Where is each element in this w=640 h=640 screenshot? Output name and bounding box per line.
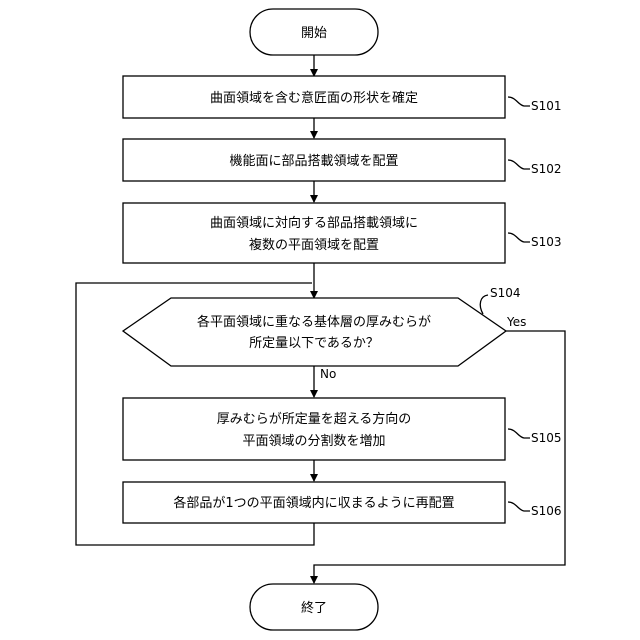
step-s103: 曲面領域に対向する部品搭載領域に 複数の平面領域を配置 (123, 203, 505, 263)
step-s101-text: 曲面領域を含む意匠面の形状を確定 (210, 90, 418, 106)
start-terminal: 開始 (250, 9, 378, 55)
step-s102-text: 機能面に部品搭載領域を配置 (229, 153, 398, 169)
step-id-s103: S103 (531, 235, 562, 249)
step-s106-text: 各部品が1つの平面領域内に収まるように再配置 (173, 495, 454, 511)
step-id-s105: S105 (531, 431, 562, 445)
decision-yes-label: Yes (506, 315, 526, 329)
decision-s104-text-line2: 所定量以下であるか？ (249, 336, 379, 351)
callout-leader-s105 (508, 429, 530, 438)
callout-leader-s101 (508, 97, 530, 106)
decision-no-label: No (320, 367, 336, 381)
step-s106: 各部品が1つの平面領域内に収まるように再配置 (123, 482, 505, 523)
callout-leader-s104 (480, 295, 488, 314)
step-s103-text-line2: 複数の平面領域を配置 (249, 237, 379, 253)
step-id-s104: S104 (490, 286, 521, 300)
step-s101: 曲面領域を含む意匠面の形状を確定 (123, 76, 505, 118)
step-s105-text-line1: 厚みむらが所定量を超える方向の (217, 411, 412, 427)
end-label: 終了 (301, 600, 327, 616)
decision-s104-text-line1: 各平面領域に重なる基体層の厚みむらが (197, 314, 431, 330)
step-id-s101: S101 (531, 99, 562, 113)
callout-leader-s102 (508, 160, 530, 169)
step-s103-text-line1: 曲面領域に対向する部品搭載領域に (210, 215, 418, 231)
end-terminal: 終了 (250, 584, 378, 630)
step-s105: 厚みむらが所定量を超える方向の 平面領域の分割数を増加 (123, 398, 505, 460)
start-label: 開始 (301, 26, 327, 41)
step-s102: 機能面に部品搭載領域を配置 (123, 139, 505, 181)
callout-leader-s106 (508, 502, 530, 511)
step-s105-text-line2: 平面領域の分割数を増加 (242, 433, 385, 449)
step-id-s102: S102 (531, 162, 562, 176)
callout-leader-s103 (508, 233, 530, 242)
decision-s104: 各平面領域に重なる基体層の厚みむらが 所定量以下であるか？ (123, 298, 506, 366)
step-id-s106: S106 (531, 504, 562, 518)
